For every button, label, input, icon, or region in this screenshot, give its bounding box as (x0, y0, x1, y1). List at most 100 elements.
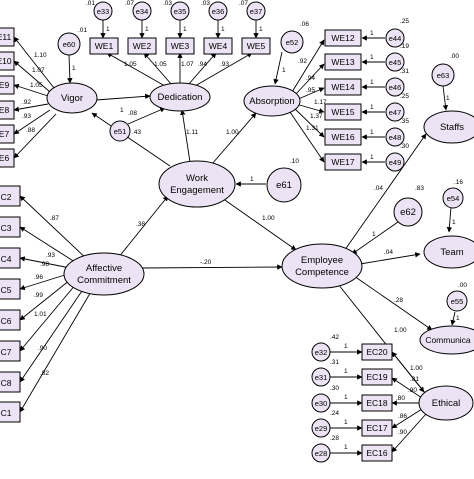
error-e60 (57, 32, 81, 56)
coef: 1 (282, 67, 286, 74)
coef: 1 (120, 107, 124, 114)
coef: .07 (125, 0, 134, 7)
coef: 1.05 (30, 82, 43, 89)
observed-label: WE5 (247, 41, 266, 51)
coef: .88 (26, 127, 35, 134)
observed-var-c2 (0, 185, 21, 207)
path-lines (13, 19, 456, 456)
latent-vigor (46, 82, 98, 114)
coef: 1 (344, 394, 348, 401)
observed-label: EC18 (366, 398, 388, 408)
observed-label: EC17 (366, 423, 388, 433)
error-label: e35 (174, 7, 187, 16)
error-label: e48 (389, 133, 402, 142)
coef: .90 (398, 429, 407, 436)
observed-label: E10 (0, 56, 12, 66)
coef: -.20 (200, 259, 212, 266)
coef: 1 (370, 30, 374, 37)
observed-label: WE13 (331, 57, 354, 67)
error-label: e31 (315, 373, 328, 382)
coef: 1.00 (262, 215, 275, 222)
error-label: e37 (250, 7, 263, 16)
ethical-loadings: .81 .90 .80 .86 .90 (396, 376, 419, 436)
coef: .16 (454, 179, 463, 186)
error-label: e54 (447, 194, 460, 203)
observed-var-e9 (0, 75, 15, 95)
observed-label: C2 (1, 192, 12, 202)
error-label: e45 (389, 58, 402, 67)
observed-label: WE15 (331, 107, 354, 117)
coef: .04 (384, 249, 393, 256)
latent-label: Absorption (249, 96, 294, 107)
error-e52 (280, 30, 304, 54)
observed-var-c6 (0, 309, 21, 331)
coef: 1.10 (34, 52, 47, 59)
coef: 1 (72, 65, 76, 72)
observed-var-we16 (324, 128, 362, 146)
observed-var-c7 (0, 340, 21, 362)
coef: .30 (330, 385, 339, 392)
error-label: e61 (276, 180, 292, 191)
observed-var-we12 (324, 29, 362, 47)
coef: .04 (374, 185, 383, 192)
coef: 1.05 (154, 61, 167, 68)
coef: 1 (370, 104, 374, 111)
dedication-items: WE1 WE2 WE3 WE4 WE5 (89, 37, 271, 55)
coef: .19 (400, 43, 409, 50)
coef: .90 (38, 345, 47, 352)
error-label: e33 (97, 7, 110, 16)
coef: .43 (132, 129, 141, 136)
observed-label: WE17 (331, 157, 354, 167)
observed-var-e11 (0, 27, 15, 47)
coef: .03 (163, 0, 172, 7)
latent-employee-competence (281, 243, 363, 289)
coef: .10 (290, 158, 299, 165)
latent-absorption (243, 85, 301, 117)
latent-label: Employee (301, 255, 343, 266)
observed-var-ec18 (361, 394, 393, 412)
dedication-loadings: 1.05 1.05 1.07 .94 .93 (124, 61, 229, 68)
observed-var-e7 (0, 124, 15, 144)
error-e61 (266, 167, 302, 203)
observed-var-c5 (0, 278, 21, 300)
observed-label: C1 (1, 408, 12, 418)
coef: 1 (344, 368, 348, 375)
error-label: e55 (451, 297, 464, 306)
coef: .80 (396, 395, 405, 402)
latent-label: Dedication (158, 92, 203, 103)
ethical-variances: .42 .31 .30 .24 .28 (330, 334, 339, 442)
latent-ethical (418, 385, 474, 421)
error-label: e49 (389, 158, 402, 167)
coef: 1 (344, 343, 348, 350)
error-e51 (109, 120, 131, 142)
dedication-errors: e33 e34 e35 e36 e37 (93, 1, 266, 21)
observed-var-we5 (241, 37, 271, 55)
coef: .94 (198, 61, 207, 68)
coef: 1 (370, 154, 374, 161)
coef: .92 (298, 58, 307, 65)
coef: .06 (300, 21, 309, 28)
coef: 1.00 (410, 365, 423, 372)
coef: 1.01 (34, 311, 47, 318)
observed-label: EC20 (366, 347, 388, 357)
coef: .82 (40, 370, 49, 377)
error-label: e30 (315, 399, 328, 408)
coef: 1.31 (306, 125, 319, 132)
observed-var-e6 (0, 148, 15, 168)
coef: .03 (201, 0, 210, 7)
coef: .08 (128, 110, 137, 117)
coef: .99 (34, 292, 43, 299)
latent-work-engagement (158, 160, 236, 208)
coef: .94 (306, 75, 315, 82)
coef: 1.17 (314, 99, 327, 106)
coef: .25 (400, 18, 409, 25)
coef: 1 (452, 219, 456, 226)
error-label: e34 (136, 7, 149, 16)
absorption-items: WE12 WE13 WE14 WE15 WE16 WE17 (324, 29, 362, 171)
coef: .92 (22, 99, 31, 106)
coef: 1 (372, 231, 376, 238)
coef: 1.05 (124, 61, 137, 68)
coef: 1.00 (226, 129, 239, 136)
dedication-item-variances: .01 .07 .03 .03 .07 (86, 0, 248, 7)
error-e55 (446, 290, 468, 312)
